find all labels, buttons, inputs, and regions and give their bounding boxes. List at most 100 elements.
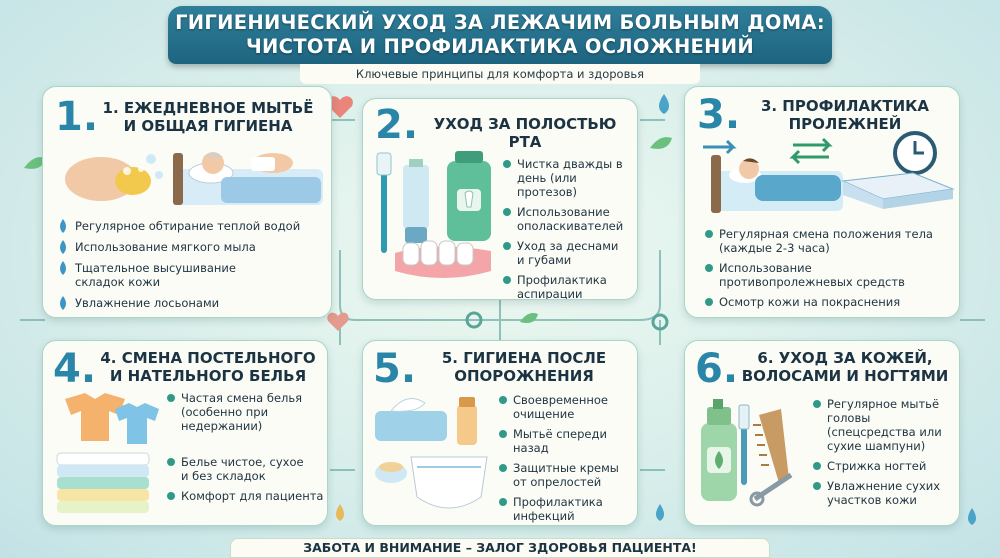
list-item: сухие шампуни) bbox=[813, 439, 959, 453]
card-number: 4. bbox=[53, 346, 97, 392]
list-item-text: Использование bbox=[517, 205, 610, 219]
footer-slogan: ЗАБОТА И ВНИМАНИЕ – ЗАЛОГ ЗДОРОВЬЯ ПАЦИЕ… bbox=[230, 538, 770, 558]
page-title-line1: ГИГИЕНИЧЕСКИЙ УХОД ЗА ЛЕЖАЧИМ БОЛЬНЫМ ДО… bbox=[175, 11, 825, 34]
list-item-text: инфекций bbox=[513, 509, 575, 523]
card-number: 6. bbox=[695, 346, 739, 392]
list-item-text: ополаскивателей bbox=[517, 219, 624, 233]
bullet-icon bbox=[167, 394, 175, 402]
list-item-text: Уход за деснами bbox=[517, 239, 619, 253]
bullet-icon bbox=[499, 430, 507, 438]
card-number: 1. bbox=[55, 94, 99, 140]
page-title-line2: ЧИСТОТА И ПРОФИЛАКТИКА ОСЛОЖНЕНИЙ bbox=[245, 35, 755, 58]
card-title-line2: И НАТЕЛЬНОГО БЕЛЬЯ bbox=[109, 367, 307, 385]
list-item-text: (особенно при bbox=[181, 405, 269, 419]
gear-icon bbox=[465, 311, 669, 331]
list-item: Использование bbox=[705, 261, 955, 275]
water-drop-icon bbox=[60, 240, 66, 254]
card-skin-hair-nails: 6. 6. УХОД ЗА КОЖЕЙ, ВОЛОСАМИ И НОГТЯМИ … bbox=[684, 340, 960, 526]
list-item: участков кожи bbox=[813, 493, 959, 507]
card-title-line2: ОПОРОЖНЕНИЯ bbox=[454, 367, 594, 385]
card-title-line2: И ОБЩАЯ ГИГИЕНА bbox=[123, 117, 293, 135]
list-item: Стрижка ногтей bbox=[813, 459, 959, 473]
bullet-icon bbox=[167, 458, 175, 466]
list-item: Белье чистое, сухое bbox=[167, 455, 327, 469]
title-banner: ГИГИЕНИЧЕСКИЙ УХОД ЗА ЛЕЖАЧИМ БОЛЬНЫМ ДО… bbox=[168, 6, 832, 64]
drop-bottom-icon bbox=[336, 504, 976, 525]
list-item: очищение bbox=[499, 407, 635, 421]
list-item: Регулярная смена положения тела bbox=[705, 227, 955, 241]
list-item: недержании) bbox=[167, 419, 327, 433]
oral-care-illustration bbox=[376, 151, 491, 278]
bullet-icon bbox=[705, 230, 713, 238]
washing-illustration bbox=[65, 152, 323, 205]
card-oral-care: 2. УХОД ЗА ПОЛОСТЬЮ РТА Чистка дважды в … bbox=[362, 98, 638, 300]
card-title: УХОД ЗА ПОЛОСТЬЮ РТА bbox=[433, 115, 617, 151]
list-item: инфекций bbox=[499, 509, 635, 523]
list-item-text: Профилактика bbox=[513, 495, 603, 509]
heart-icon bbox=[327, 96, 353, 118]
list-item-text: Регулярная смена положения тела bbox=[719, 227, 933, 241]
list-item: складок кожи bbox=[57, 275, 327, 289]
list-item-text: Частая смена белья bbox=[181, 391, 303, 405]
card-number: 2. bbox=[375, 102, 419, 148]
list-item: Тщательное высушивание bbox=[57, 261, 327, 275]
list-item-text: складок кожи bbox=[75, 275, 161, 289]
list-item: Частая смена белья bbox=[167, 391, 327, 405]
water-drop-icon bbox=[60, 296, 66, 310]
list-item-text: назад bbox=[513, 441, 549, 455]
list-item-text: Использование мягкого мыла bbox=[75, 240, 256, 254]
list-item-text: Увлажнение сухих bbox=[827, 479, 941, 493]
list-item-text: головы bbox=[827, 411, 871, 425]
list-item: Профилактика bbox=[499, 495, 635, 509]
list-item: назад bbox=[499, 441, 635, 455]
bullet-icon bbox=[503, 208, 511, 216]
list-item: день (или протезов) bbox=[503, 171, 633, 199]
list-item: Использование bbox=[503, 205, 633, 219]
water-drop-icon bbox=[60, 261, 66, 275]
list-item: головы bbox=[813, 411, 959, 425]
list-item: и губами bbox=[503, 253, 633, 267]
list-item: противопролежневых средств bbox=[705, 275, 955, 289]
bullet-icon bbox=[813, 400, 821, 408]
list-item-text: Защитные кремы bbox=[513, 461, 619, 475]
list-item: Использование мягкого мыла bbox=[57, 240, 327, 254]
card-number: 5. bbox=[373, 346, 417, 392]
list-item: Профилактика bbox=[503, 273, 633, 287]
list-item-text: Комфорт для пациента bbox=[181, 489, 324, 503]
bullet-icon bbox=[167, 492, 175, 500]
list-item: аспирации bbox=[503, 287, 633, 299]
list-item-text: противопролежневых средств bbox=[719, 275, 905, 289]
list-item-text: Регулярное обтирание теплой водой bbox=[75, 219, 301, 233]
list-item: Мытьё спереди bbox=[499, 427, 635, 441]
list-item: от опрелостей bbox=[499, 475, 635, 489]
list-item: Регулярное обтирание теплой водой bbox=[57, 219, 327, 233]
card-title-line1: 4. СМЕНА ПОСТЕЛЬНОГО bbox=[100, 349, 316, 367]
card-title-line1: 6. УХОД ЗА КОЖЕЙ, bbox=[757, 349, 933, 367]
page-subtitle: Ключевые принципы для комфорта и здоровь… bbox=[300, 64, 700, 84]
water-drop-icon bbox=[659, 94, 669, 114]
list-item: Увлажнение сухих bbox=[813, 479, 959, 493]
list-item: Комфорт для пациента bbox=[167, 489, 327, 503]
card-linen-change: 4. 4. СМЕНА ПОСТЕЛЬНОГО И НАТЕЛЬНОГО БЕЛ… bbox=[42, 340, 328, 526]
bullet-icon bbox=[813, 482, 821, 490]
bullet-icon bbox=[705, 298, 713, 306]
list-item: (каждые 2-3 часа) bbox=[705, 241, 955, 255]
card-bedsore-prevention: 3. 3. ПРОФИЛАКТИКА ПРОЛЕЖНЕЙ Регулярная … bbox=[684, 86, 960, 318]
card-title-line1: 5. ГИГИЕНА ПОСЛЕ bbox=[441, 349, 607, 367]
list-item: Своевременное bbox=[499, 393, 635, 407]
bullet-icon bbox=[705, 264, 713, 272]
list-item: Чистка дважды в bbox=[503, 157, 633, 171]
bullet-icon bbox=[503, 160, 511, 168]
card-toilet-hygiene: 5. 5. ГИГИЕНА ПОСЛЕ ОПОРОЖНЕНИЯ Своеврем… bbox=[362, 340, 638, 526]
list-item: (особенно при bbox=[167, 405, 327, 419]
skin-care-illustration bbox=[701, 399, 793, 507]
list-item-text: очищение bbox=[513, 407, 575, 421]
list-item-text: сухие шампуни) bbox=[827, 439, 926, 453]
bullet-icon bbox=[499, 396, 507, 404]
card-title-line2: ПРОЛЕЖНЕЙ bbox=[788, 115, 902, 133]
card-title-line1: 3. ПРОФИЛАКТИКА bbox=[760, 97, 930, 115]
list-item-text: (каждые 2-3 часа) bbox=[719, 241, 830, 255]
list-item: Защитные кремы bbox=[499, 461, 635, 475]
list-item-text: Профилактика bbox=[517, 273, 607, 287]
bullet-icon bbox=[503, 242, 511, 250]
